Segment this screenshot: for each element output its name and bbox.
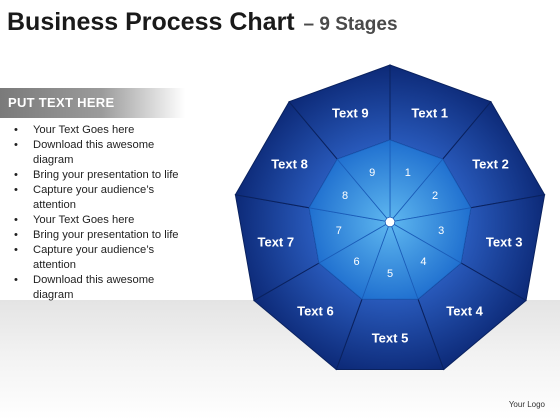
segment-number-1: 1 (405, 167, 411, 179)
segments-layer (234, 64, 546, 371)
segment-number-4: 4 (420, 256, 426, 268)
segment-label-9: Text 9 (332, 106, 369, 121)
segment-label-6: Text 6 (297, 303, 334, 318)
segment-number-3: 3 (438, 225, 444, 237)
bullet-item: Capture your audience’s attention (14, 183, 180, 213)
segment-label-3: Text 3 (486, 235, 523, 250)
segment-label-4: Text 4 (446, 303, 483, 318)
segment-number-2: 2 (432, 190, 438, 202)
segment-number-9: 9 (369, 167, 375, 179)
page-title: Business Process Chart – 9 Stages (7, 2, 398, 42)
segment-label-8: Text 8 (271, 157, 308, 172)
bullet-item: Your Text Goes here (14, 213, 180, 228)
segment-number-8: 8 (342, 190, 348, 202)
segment-label-2: Text 2 (472, 157, 509, 172)
segment-number-7: 7 (336, 225, 342, 237)
logo-text: Your Logo (508, 400, 545, 409)
title-subtitle: – 9 Stages (303, 14, 398, 35)
bullet-item: Capture your audience’s attention (14, 243, 180, 273)
title-main: Business Process Chart (7, 8, 295, 36)
bullet-list: Your Text Goes here Download this awesom… (14, 123, 180, 303)
bullet-item: Download this awesome diagram (14, 273, 180, 303)
segment-label-1: Text 1 (411, 106, 448, 121)
segment-number-5: 5 (387, 268, 393, 280)
sidebar-heading: PUT TEXT HERE (8, 95, 115, 110)
segment-label-7: Text 7 (257, 235, 294, 250)
segment-number-6: 6 (354, 256, 360, 268)
bullet-item: Bring your presentation to life (14, 168, 180, 183)
bullet-item: Bring your presentation to life (14, 228, 180, 243)
bullet-item: Your Text Goes here (14, 123, 180, 138)
inner-segment-9 (336, 139, 391, 219)
segment-label-5: Text 5 (372, 331, 409, 346)
bullet-item: Download this awesome diagram (14, 138, 180, 168)
sidebar-heading-bar: PUT TEXT HERE (0, 88, 185, 118)
